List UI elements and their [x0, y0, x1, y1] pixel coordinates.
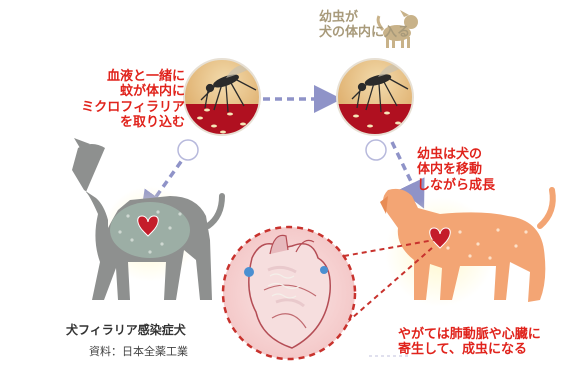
sick-dog-icon — [72, 138, 225, 300]
connector-ring-right — [365, 139, 387, 161]
step1-label: 血液と一緒に 蚊が体内に ミクロフィラリア を取り込む — [81, 69, 185, 130]
step4-label: やがては肺動脈や心臓に 寄生して、成虫になる — [398, 327, 541, 358]
mosquito-feeding-circle-right — [336, 58, 414, 136]
small-dog-icon — [376, 10, 418, 48]
step2-label: 幼虫が 犬の体内に入る — [319, 10, 411, 41]
mosquito-feeding-circle-left — [183, 58, 261, 136]
step3-label: 幼虫は犬の 体内を移動 しながら成長 — [417, 147, 496, 193]
walking-dog-icon — [380, 187, 556, 307]
heart-zoom-callout — [221, 225, 435, 361]
infected-dog-label: 犬フィラリア感染症犬 — [66, 323, 186, 337]
heart-icon — [429, 227, 451, 249]
heart-icon — [137, 215, 159, 237]
connector-ring-left — [177, 139, 199, 161]
source-credit: 資料：日本全薬工業 — [89, 345, 188, 358]
anatomical-heart — [244, 234, 331, 349]
